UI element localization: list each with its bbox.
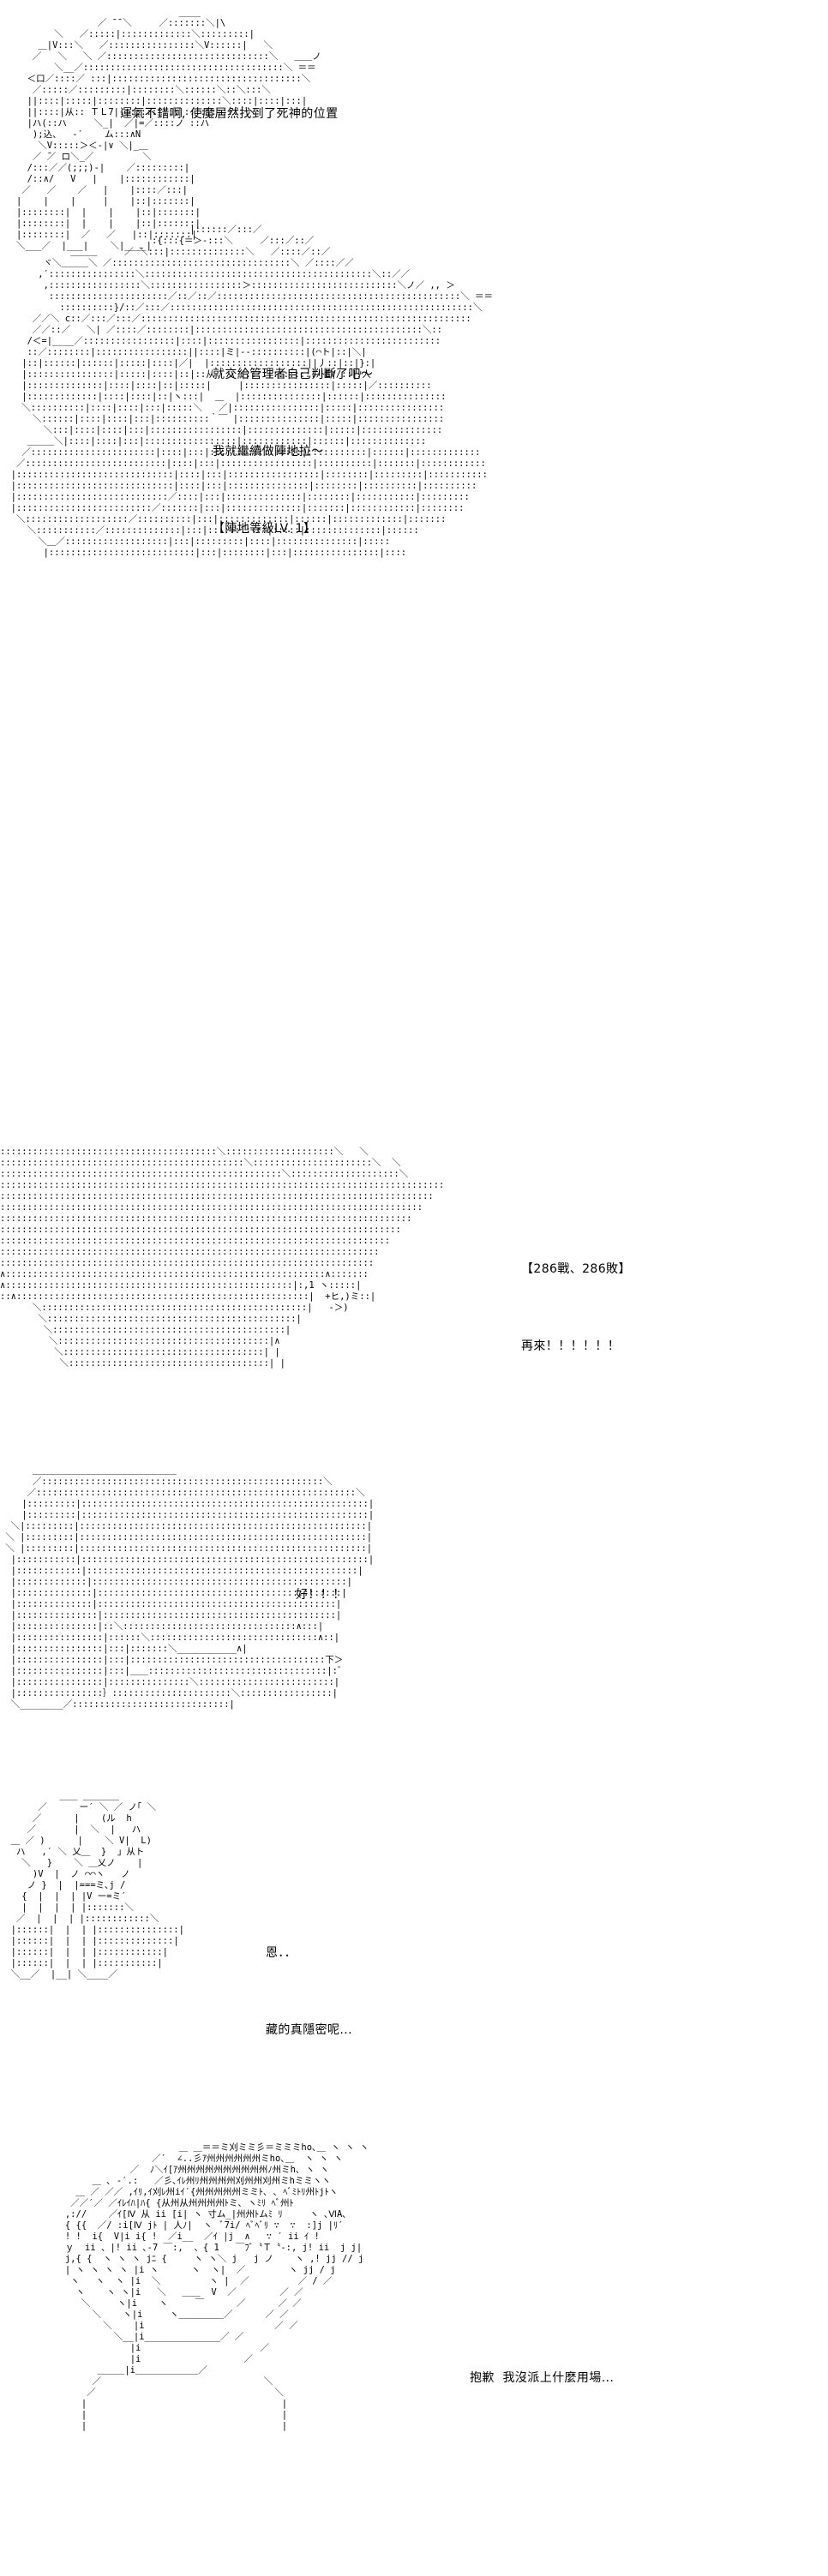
status-badge-record: 【286戰、286敗】 <box>521 1262 631 1276</box>
dialogue-line: 好！！！ <box>296 1588 345 1602</box>
dialogue-line: 抱歉 我沒派上什麼用場... <box>470 2371 615 2385</box>
ascii-art-4: ＿＿＿＿＿＿＿＿＿＿＿＿＿＿＿＿ ／::::::::::::::::::::::… <box>5 1465 375 1710</box>
dialogue-2: 就交給管理者自己判斷了吧～ 我就繼續做陣地拉～ 【陣地等級LV. 1】 <box>213 310 373 593</box>
ascii-art-2: |::::::／:::／ :{:::{＝＞-:::＼ ／:::／::／ ＿＿＿ … <box>10 225 494 558</box>
dialogue-line: 我就繼續做陣地拉～ <box>213 445 324 458</box>
dialogue-4: 好！！！ <box>296 1531 345 1659</box>
dialogue-line: 就交給管理者自己判斷了吧～ <box>213 368 374 381</box>
dialogue-6: 抱歉 我沒派上什麼用場... <box>470 2314 614 2442</box>
status-badge-arena-level: 【陣地等級LV. 1】 <box>213 522 316 536</box>
ascii-art-3: ::::::::::::::::::::::::::::::::::::::::… <box>0 1147 445 1369</box>
ascii-art-6: ＿ ＿＝＝ミ刈ミミ彡＝ミミミho､＿ ヽ ヽ ヽ ／′ ∠..彡ｱ州州州州州州ミ… <box>64 2142 369 2431</box>
dialogue-line: 恩．． <box>266 1946 297 1960</box>
dialogue-line: 運氣不錯啊, 使魔居然找到了死神的位置 <box>120 107 339 121</box>
dialogue-line: 再來！！！！！！ <box>521 1339 621 1353</box>
dialogue-5: 恩．． 藏的真隱密呢... <box>266 1889 352 2094</box>
ascii-art-1: ____ ／ ̄ ̄ ＼ ／:::::::＼|\ ＼ ／:::::|::::::… <box>15 7 321 251</box>
dialogue-3: 【286戰、286敗】 再來！！！！！！ <box>521 1205 631 1411</box>
dialogue-line: 藏的真隱密呢... <box>266 2023 352 2037</box>
dialogue-1: 運氣不錯啊, 使魔居然找到了死神的位置 <box>120 50 339 178</box>
ascii-art-5: ＿＿ ＿＿＿＿ ／ ー′ ＼ ／ ノ｢ ＼ ／ | (ル h ／ | ＼ | ハ… <box>10 1791 184 1980</box>
